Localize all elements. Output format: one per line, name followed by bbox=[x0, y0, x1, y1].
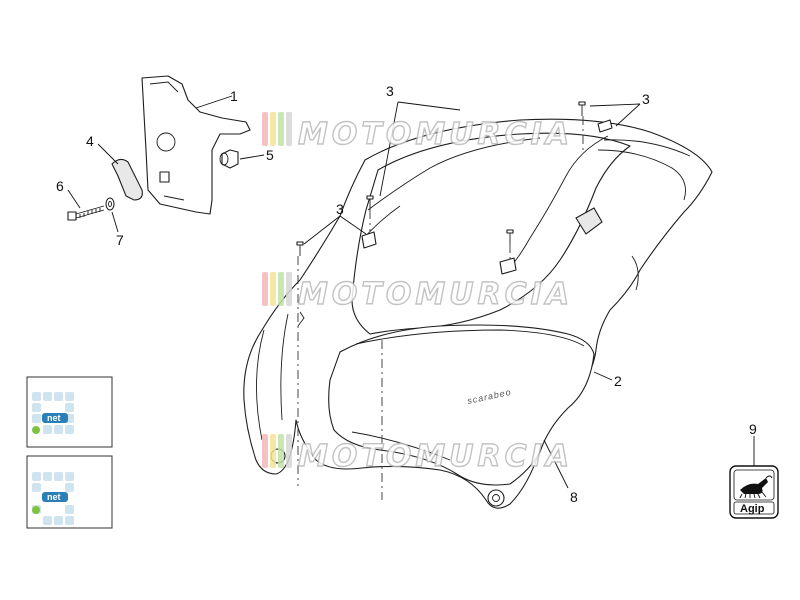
callout-3-left: 3 bbox=[336, 201, 344, 217]
assembly-axis-lines bbox=[297, 116, 584, 500]
watermark-stripes bbox=[262, 112, 292, 146]
callout-6: 6 bbox=[56, 178, 64, 194]
part-3-screws bbox=[296, 101, 586, 256]
callout-9: 9 bbox=[749, 421, 757, 437]
callout-1: 1 bbox=[230, 88, 238, 104]
part-11-net-decal: net bbox=[26, 376, 113, 448]
watermark-text: MOTOMURCIA bbox=[298, 117, 573, 152]
part-4-clip bbox=[111, 158, 143, 201]
part-6-screw bbox=[67, 205, 105, 221]
callout-8: 8 bbox=[570, 489, 578, 505]
callout-2: 2 bbox=[614, 373, 622, 389]
callout-3-top: 3 bbox=[386, 83, 394, 99]
part-1-side-panel bbox=[141, 75, 251, 215]
watermark-middle: MOTOMURCIA bbox=[262, 272, 573, 313]
net-logo-text: net bbox=[47, 492, 61, 502]
watermark-stripes bbox=[262, 272, 292, 306]
part-10-net-decal: net bbox=[26, 455, 113, 529]
part-7-washer bbox=[105, 197, 115, 211]
watermark-top: MOTOMURCIA bbox=[262, 112, 573, 153]
six-legged-dog-icon bbox=[739, 475, 773, 499]
callout-7: 7 bbox=[116, 232, 124, 248]
callout-4: 4 bbox=[86, 133, 94, 149]
part-5-bushing bbox=[219, 149, 239, 169]
part-2-main-body: scarabeo bbox=[243, 118, 713, 509]
watermark-bottom: MOTOMURCIA bbox=[262, 434, 573, 475]
watermark-stripes bbox=[262, 434, 292, 468]
leader-lines bbox=[67, 95, 755, 489]
agip-logo-text: Agip bbox=[740, 503, 765, 515]
watermark-text: MOTOMURCIA bbox=[298, 277, 573, 312]
part-9-agip-decal: Agip bbox=[729, 465, 779, 519]
net-decal-tiles bbox=[32, 392, 74, 434]
watermark-text: MOTOMURCIA bbox=[298, 439, 573, 474]
callout-5: 5 bbox=[266, 147, 274, 163]
callout-3-right: 3 bbox=[642, 91, 650, 107]
net-logo-text: net bbox=[47, 413, 61, 423]
